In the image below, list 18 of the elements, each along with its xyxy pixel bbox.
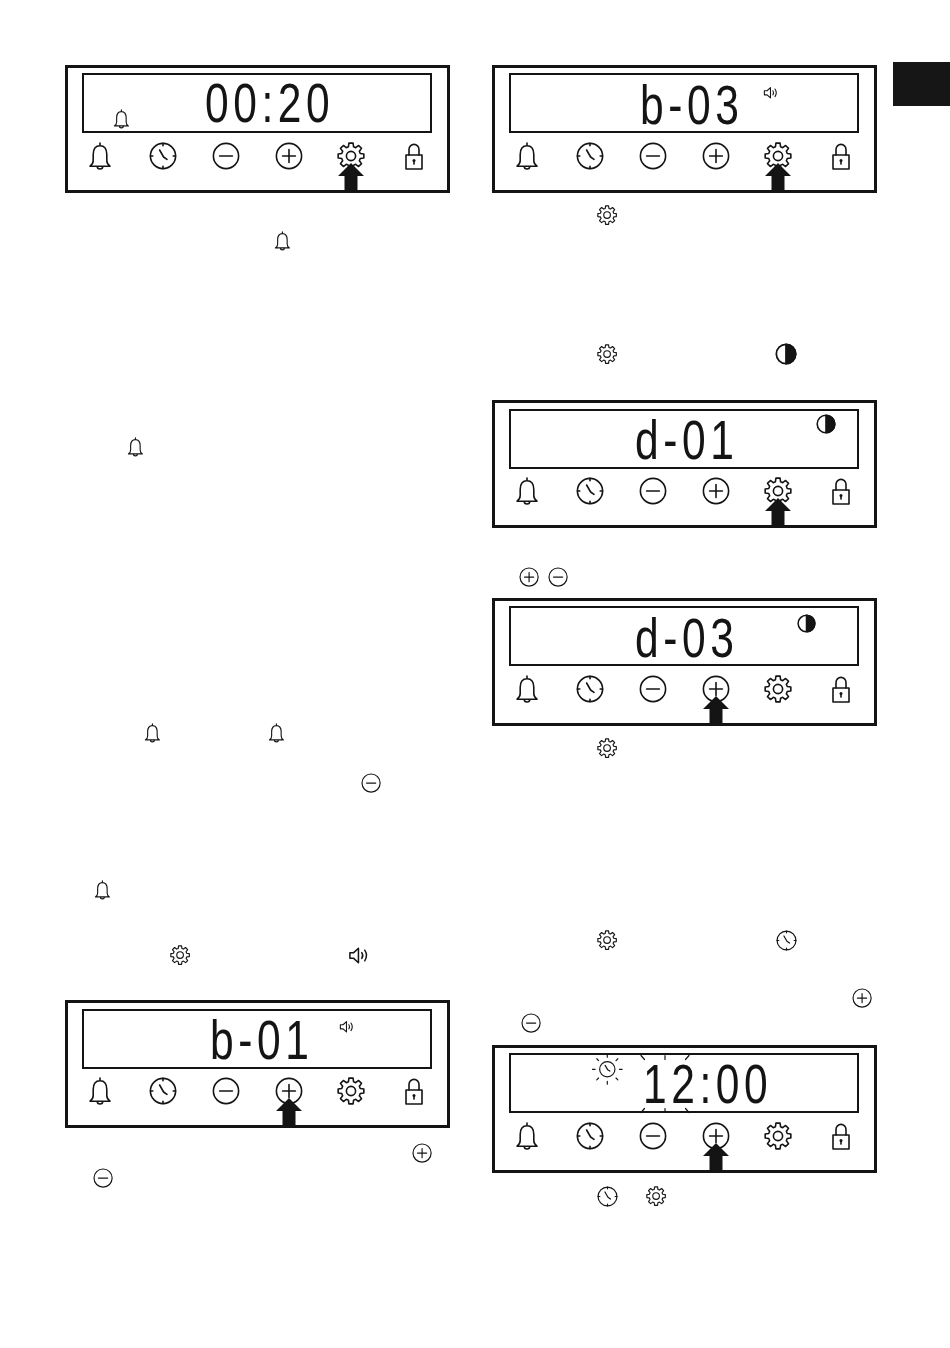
lcd-display [82,73,432,133]
control-panel [492,598,877,726]
display-readout: 12:00 [643,1060,773,1107]
display-readout: 00:20 [205,79,335,126]
lcd-display [509,606,859,666]
display-readout: d-01 [635,416,739,463]
lcd-display [509,1053,859,1113]
control-panel [65,65,450,193]
lcd-display [509,73,859,133]
control-panel [65,1000,450,1128]
display-readout: b-01 [210,1016,314,1063]
control-panel [492,400,877,528]
display-readout: b-03 [640,81,744,128]
control-panel [492,65,877,193]
lcd-display [82,1009,432,1069]
display-readout: d-03 [635,614,739,661]
control-panel [492,1045,877,1173]
lcd-display [509,409,859,469]
